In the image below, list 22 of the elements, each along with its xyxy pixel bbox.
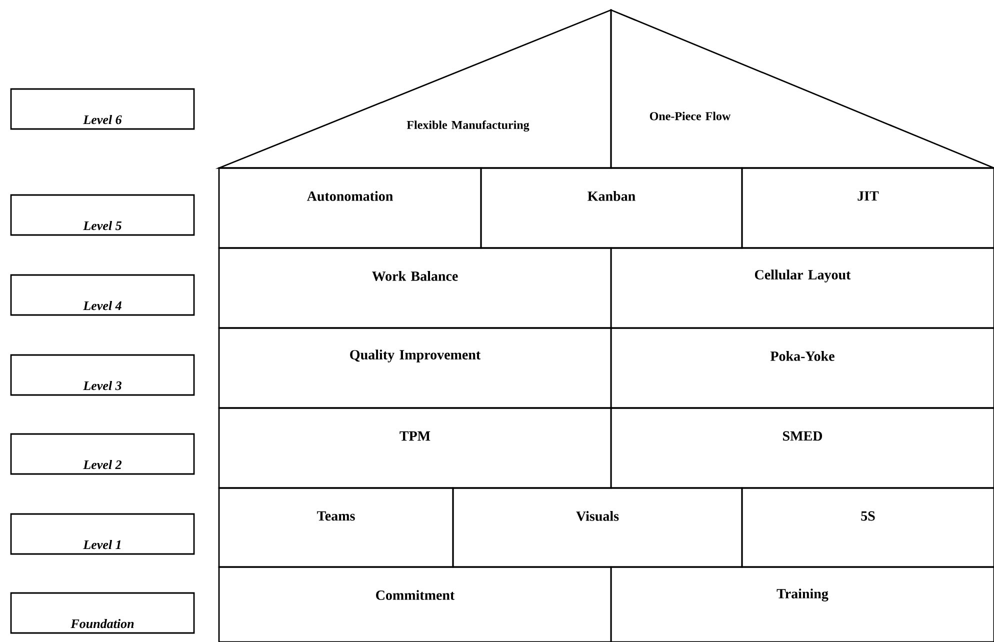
house-cell: Visuals <box>452 487 743 568</box>
level-box: Level 4 <box>10 274 195 316</box>
level-box: Level 6 <box>10 88 195 130</box>
level-box: Level 2 <box>10 433 195 475</box>
house-cell: 5S <box>741 487 994 568</box>
house-cell: Training <box>610 566 994 642</box>
level-box: Level 3 <box>10 354 195 396</box>
house-cell: Teams <box>218 487 454 568</box>
house-cell: Cellular Layout <box>610 247 994 329</box>
house-cell: JIT <box>741 167 994 249</box>
house-cell: Autonomation <box>218 167 482 249</box>
house-cell: Commitment <box>218 566 612 642</box>
level-box: Foundation <box>10 592 195 634</box>
house-cell: TPM <box>218 407 612 489</box>
house-cell: Quality Improvement <box>218 327 612 409</box>
level-box: Level 5 <box>10 194 195 236</box>
house-cell: Work Balance <box>218 247 612 329</box>
level-box: Level 1 <box>10 513 195 555</box>
house-cell: SMED <box>610 407 994 489</box>
roof-section: One-Piece Flow <box>610 8 994 169</box>
house-cell: Kanban <box>480 167 743 249</box>
house-cell: Poka-Yoke <box>610 327 994 409</box>
